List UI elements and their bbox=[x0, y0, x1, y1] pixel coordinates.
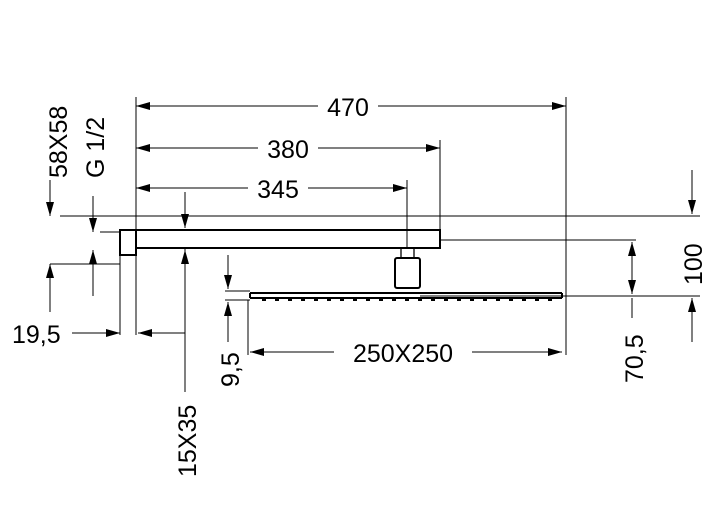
dim-380: 380 bbox=[267, 136, 309, 164]
nozzle bbox=[275, 298, 279, 301]
dim-thread: G 1/2 bbox=[82, 117, 110, 178]
nozzle bbox=[431, 298, 435, 301]
nozzle bbox=[379, 298, 383, 301]
nozzle bbox=[522, 298, 526, 301]
nozzle bbox=[392, 298, 396, 301]
nozzle bbox=[483, 298, 487, 301]
head-connector bbox=[394, 247, 421, 289]
nozzle bbox=[509, 298, 513, 301]
dim-345: 345 bbox=[257, 176, 299, 204]
shower-arm bbox=[135, 229, 441, 249]
nozzle bbox=[535, 298, 539, 301]
nozzle bbox=[366, 298, 370, 301]
dim-58x58: 58X58 bbox=[45, 106, 73, 178]
nozzle bbox=[418, 298, 422, 301]
nozzle bbox=[327, 298, 331, 301]
nozzle bbox=[444, 298, 448, 301]
dim-70-5: 70,5 bbox=[621, 334, 649, 383]
nozzle bbox=[353, 298, 357, 301]
nozzle bbox=[496, 298, 500, 301]
nozzle bbox=[405, 298, 409, 301]
nozzle bbox=[314, 298, 318, 301]
nozzle bbox=[301, 298, 305, 301]
nozzle bbox=[548, 298, 552, 301]
shower-head-nozzles bbox=[262, 298, 552, 301]
nozzle bbox=[288, 298, 292, 301]
dim-19-5: 19,5 bbox=[12, 321, 61, 349]
nozzle bbox=[470, 298, 474, 301]
nozzle bbox=[262, 298, 266, 301]
dim-250x250: 250X250 bbox=[353, 340, 453, 368]
wall-plate bbox=[119, 229, 137, 256]
nozzle bbox=[340, 298, 344, 301]
nozzle bbox=[457, 298, 461, 301]
extension-lines bbox=[50, 97, 700, 355]
dim-100: 100 bbox=[680, 243, 708, 285]
dim-15x35: 15X35 bbox=[174, 405, 202, 477]
dim-470: 470 bbox=[327, 94, 369, 122]
dim-9-5: 9,5 bbox=[217, 352, 245, 387]
arrowheads bbox=[46, 102, 696, 356]
